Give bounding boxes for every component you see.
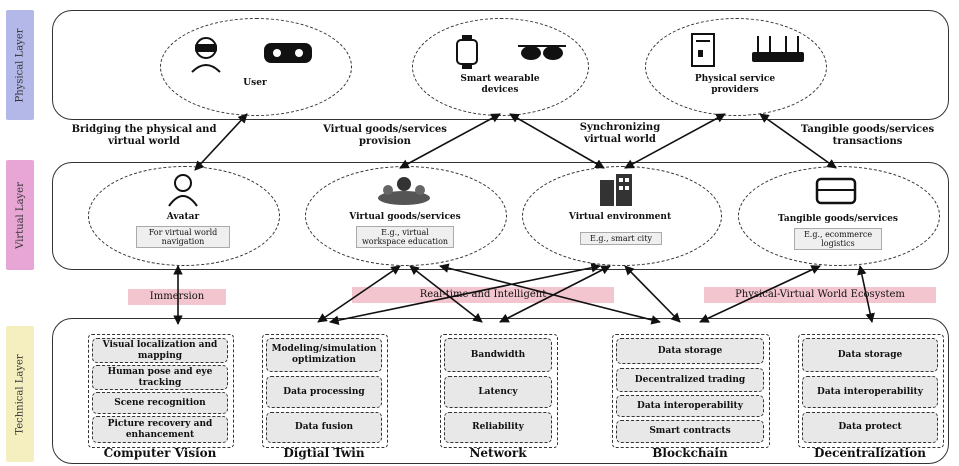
- physical-layer-tag: Physical Layer: [6, 10, 34, 120]
- bc-item: Smart contracts: [616, 420, 764, 443]
- virtual-goods-title: Virtual goods/services: [349, 212, 461, 222]
- arrow-env-net: [499, 265, 611, 323]
- arrow-providers-tangible: [759, 113, 837, 169]
- providers-ellipse: [645, 18, 827, 116]
- city-icon: [600, 174, 632, 206]
- net-item: Latency: [444, 376, 552, 408]
- bc-column-name: Blockchain: [652, 446, 728, 460]
- vr-user-icon: [191, 37, 221, 73]
- providers-label: Physical service providers: [694, 74, 776, 95]
- net-item: Reliability: [444, 412, 552, 443]
- arrow-tangible-bc: [699, 265, 821, 323]
- dt-item: Data fusion: [266, 412, 382, 443]
- arrow-providers-env: [624, 113, 726, 169]
- tangible-title: Tangible goods/services: [778, 214, 898, 224]
- cv-column: [88, 334, 234, 448]
- arrow-tangible-dec: [857, 265, 875, 323]
- avatar-ellipse: [88, 166, 280, 266]
- cv-item: Human pose and eye tracking: [92, 365, 228, 390]
- tangible-note: E.g., ecommerce logistics: [794, 228, 882, 250]
- virtual-env-title: Virtual environment: [568, 212, 672, 222]
- avatar-title: Avatar: [166, 212, 200, 222]
- bc-item: Data interoperability: [616, 395, 764, 417]
- smart-glasses-icon: [518, 45, 566, 60]
- avatar-icon: [168, 174, 198, 207]
- arrow-goods-dt: [317, 265, 401, 323]
- cv-item: Visual localization and mapping: [92, 338, 228, 363]
- edge-label-bridging: Bridging the physical and virtual world: [71, 124, 217, 147]
- cv-item: Picture recovery and enhancement: [92, 416, 228, 443]
- bc-item: Decentralized trading: [616, 368, 764, 392]
- net-item: Bandwidth: [444, 338, 552, 372]
- dec-item: Data interoperability: [802, 376, 938, 408]
- dt-column-name: Digtial Twin: [283, 446, 365, 460]
- cv-item: Scene recognition: [92, 392, 228, 414]
- dt-item: Modeling/simulation optimization: [266, 338, 382, 372]
- server-icon: [691, 33, 715, 67]
- devices-label: Smart wearable devices: [460, 74, 540, 95]
- arrow-env-dt: [329, 263, 601, 325]
- dt-column: [262, 334, 388, 448]
- arrow-devices-goods: [399, 113, 501, 169]
- cv-column-name: Computer Vision: [103, 446, 217, 460]
- package-icon: [815, 177, 857, 205]
- router-icon: [752, 36, 804, 62]
- dec-item: Data protect: [802, 412, 938, 443]
- dec-column: [798, 334, 944, 448]
- bc-item: Data storage: [616, 338, 764, 364]
- user-label: User: [243, 78, 267, 88]
- edge-label-sync: Synchronizing virtual world: [579, 122, 661, 145]
- edge-label-tangible: Tangible goods/services transactions: [800, 124, 935, 147]
- arrow-goods-bc: [439, 263, 661, 325]
- net-column: [440, 334, 558, 448]
- bc-column: [612, 334, 770, 448]
- virtual-layer-tag: Virtual Layer: [6, 160, 34, 270]
- virtual-env-note: E.g., smart city: [580, 232, 662, 245]
- net-column-name: Network: [469, 446, 527, 460]
- vr-meeting-icon: [378, 177, 430, 205]
- vr-headset-icon: [264, 43, 312, 63]
- smartwatch-icon: [456, 35, 478, 69]
- user-ellipse: [160, 18, 352, 116]
- dec-column-name: Decentralization: [814, 446, 926, 460]
- dt-item: Data processing: [266, 376, 382, 408]
- virtual-goods-note: E.g., virtual workspace education: [356, 226, 454, 248]
- arrow-devices-env: [509, 113, 605, 169]
- avatar-note: For virtual world navigation: [136, 226, 230, 248]
- technical-layer-tag: Technical Layer: [6, 326, 34, 462]
- arrow-user-avatar: [194, 113, 248, 171]
- arrow-env-bc: [624, 265, 681, 323]
- tangible-ellipse: [738, 166, 940, 266]
- edge-label-provision: Virtual goods/services provision: [323, 124, 447, 147]
- dec-item: Data storage: [802, 338, 938, 372]
